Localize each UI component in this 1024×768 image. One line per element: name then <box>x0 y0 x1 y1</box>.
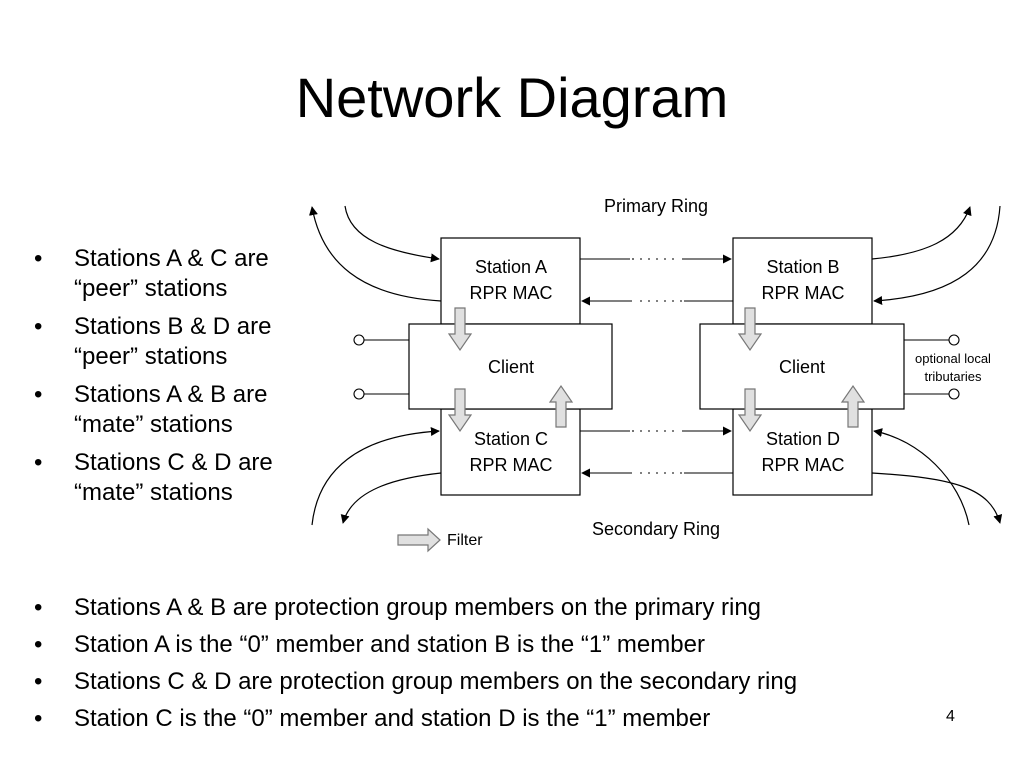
protection-group-list: Stations A & B are protection group memb… <box>30 593 990 741</box>
list-item: Station C is the “0” member and station … <box>30 704 990 734</box>
filter-arrow-down-d <box>737 388 763 433</box>
secondary-ring-in-right-arrow <box>873 428 970 526</box>
tributary-left-bottom <box>353 388 409 400</box>
filter-legend-arrow-icon <box>397 527 441 553</box>
tributaries-label-line1: optional local <box>915 351 991 366</box>
station-a-name: Station A <box>475 257 547 277</box>
list-item: Stations C & D are protection group memb… <box>30 667 990 697</box>
primary-ring-label: Primary Ring <box>604 196 708 216</box>
secondary-ring-label: Secondary Ring <box>592 519 720 539</box>
filter-legend: Filter <box>397 527 483 553</box>
filter-arrow-up-c <box>548 384 574 428</box>
station-d-type: RPR MAC <box>761 455 844 475</box>
bullet-line: Stations C & D are <box>74 449 273 476</box>
secondary-ring-in-left-arrow <box>311 427 440 526</box>
station-a-type: RPR MAC <box>469 283 552 303</box>
filter-arrow-down-c <box>447 388 473 433</box>
client-right-box: Client <box>699 323 905 410</box>
list-item: Stations B & D are “peer” stations <box>30 312 330 372</box>
tributaries-label-line2: tributaries <box>924 369 982 384</box>
slide-title: Network Diagram <box>295 66 729 129</box>
station-b-type: RPR MAC <box>761 283 844 303</box>
secondary-ring-out-right-arrow <box>871 472 1003 524</box>
bullet-line: “mate” stations <box>74 411 233 438</box>
primary-ring-out-left-arrow <box>309 206 442 302</box>
list-item: Stations A & C are “peer” stations <box>30 244 330 304</box>
tributary-right-top <box>904 334 960 346</box>
list-item: Stations A & B are “mate” stations <box>30 380 330 440</box>
filter-legend-label: Filter <box>447 532 483 549</box>
primary-ring-in-right-arrow <box>873 205 1001 305</box>
tributary-right-bottom <box>904 388 960 400</box>
bullet-line: “peer” stations <box>74 275 228 302</box>
client-right-label: Client <box>779 357 825 377</box>
filter-arrow-down-a <box>447 307 473 352</box>
client-left-box: Client <box>408 323 613 410</box>
bullet-line: “mate” stations <box>74 479 233 506</box>
station-c-type: RPR MAC <box>469 455 552 475</box>
list-item: Station A is the “0” member and station … <box>30 630 990 660</box>
client-left-label: Client <box>488 357 534 377</box>
station-c-name: Station C <box>474 429 548 449</box>
bullet-line: Stations B & D are <box>74 313 272 340</box>
station-d-name: Station D <box>766 429 840 449</box>
bullet-line: “peer” stations <box>74 343 228 370</box>
bullet-line: Stations A & C are <box>74 245 269 272</box>
station-relationships-list: Stations A & C are “peer” stations Statio… <box>30 244 330 516</box>
primary-ring-in-left-arrow <box>344 205 440 263</box>
list-item: Stations C & D are “mate” stations <box>30 448 330 508</box>
page-number: 4 <box>946 708 955 725</box>
filter-arrow-up-d <box>840 384 866 428</box>
station-b-name: Station B <box>766 257 839 277</box>
filter-arrow-down-b <box>737 307 763 352</box>
station-b-box: Station B RPR MAC <box>732 237 873 325</box>
tributary-left-top <box>353 334 409 346</box>
primary-ring-out-right-arrow <box>871 206 972 260</box>
secondary-ring-out-left-arrow <box>340 472 442 524</box>
bullet-line: Stations A & B are <box>74 381 268 408</box>
list-item: Stations A & B are protection group memb… <box>30 593 990 623</box>
